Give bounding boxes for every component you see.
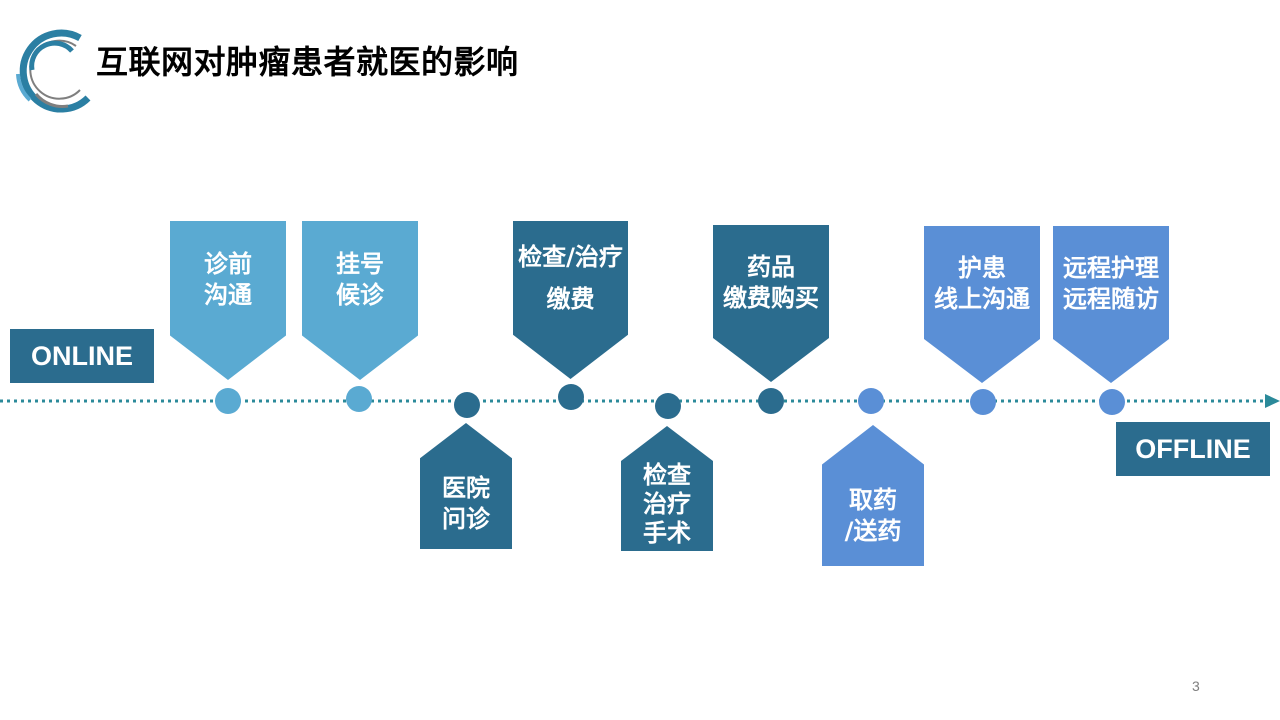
step-9-line-2: 远程随访 xyxy=(1063,284,1159,313)
step-5-line-3: 手术 xyxy=(643,519,691,547)
timeline-dot-5 xyxy=(655,393,681,419)
timeline-dot-3 xyxy=(454,392,480,418)
step-3-line-1: 医院 xyxy=(442,474,490,502)
step-6-line-2: 缴费购买 xyxy=(723,283,819,312)
step-1-line-1: 诊前 xyxy=(204,249,252,278)
step-4-line-2: 缴费 xyxy=(546,285,595,313)
step-5-line-1: 检查 xyxy=(643,461,691,489)
timeline-dot-7 xyxy=(858,388,884,414)
page-number: 3 xyxy=(1192,678,1200,694)
timeline-dot-2 xyxy=(346,386,372,412)
step-7-line-1: 取药 xyxy=(849,485,897,514)
step-9-line-1: 远程护理 xyxy=(1063,253,1159,282)
page-title: 互联网对肿瘤患者就医的影响 xyxy=(96,43,519,81)
timeline-dot-8 xyxy=(970,389,996,415)
step-2-line-2: 候诊 xyxy=(336,280,384,309)
timeline-dot-9 xyxy=(1099,389,1125,415)
logo-icon xyxy=(16,29,91,113)
timeline-dot-6 xyxy=(758,388,784,414)
step-3-line-2: 问诊 xyxy=(442,505,490,533)
step-8-line-2: 线上沟通 xyxy=(934,284,1030,313)
offline-label: OFFLINE xyxy=(1116,422,1270,476)
step-2-line-1: 挂号 xyxy=(336,249,384,278)
online-label: ONLINE xyxy=(10,329,154,383)
timeline-dot-4 xyxy=(558,384,584,410)
step-6-line-1: 药品 xyxy=(747,252,795,281)
timeline-dot-1 xyxy=(215,388,241,414)
step-5-line-2: 治疗 xyxy=(643,490,691,518)
timeline-arrow-icon xyxy=(1265,394,1280,408)
step-4-line-1: 检查/治疗 xyxy=(518,243,623,271)
step-1-line-2: 沟通 xyxy=(204,280,252,309)
step-7-line-2: /送药 xyxy=(844,516,902,545)
step-8-line-1: 护患 xyxy=(958,253,1006,282)
